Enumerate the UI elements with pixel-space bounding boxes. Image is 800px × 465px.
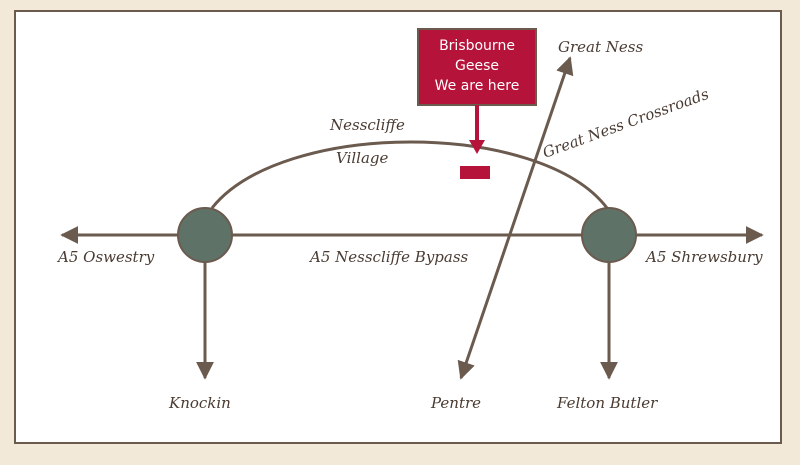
label-village: Village bbox=[336, 149, 389, 167]
callout-line-2: Geese bbox=[455, 58, 499, 74]
label-felton-butler: Felton Butler bbox=[556, 394, 658, 412]
map-frame bbox=[14, 10, 782, 444]
roundabout-west bbox=[177, 207, 233, 263]
label-great-ness: Great Ness bbox=[558, 38, 643, 56]
label-nesscliffe: Nesscliffe bbox=[329, 116, 405, 134]
label-a5-oswestry: A5 Oswestry bbox=[56, 248, 155, 266]
callout-line-1: Brisbourne bbox=[439, 38, 515, 54]
label-a5-nesscliffe-bypass: A5 Nesscliffe Bypass bbox=[308, 248, 469, 266]
callout-pointer-arrow-icon bbox=[469, 140, 485, 154]
label-pentre: Pentre bbox=[430, 394, 481, 412]
roundabout-east bbox=[581, 207, 637, 263]
callout-line-3: We are here bbox=[435, 78, 520, 94]
label-a5-shrewsbury: A5 Shrewsbury bbox=[644, 248, 763, 266]
location-callout-box bbox=[417, 28, 537, 106]
label-great-ness-crossroads: Great Ness Crossroads bbox=[540, 85, 711, 162]
great-ness-crossroads-road bbox=[457, 56, 574, 380]
label-knockin: Knockin bbox=[168, 394, 231, 412]
brisbourne-geese-location-marker bbox=[460, 166, 490, 179]
